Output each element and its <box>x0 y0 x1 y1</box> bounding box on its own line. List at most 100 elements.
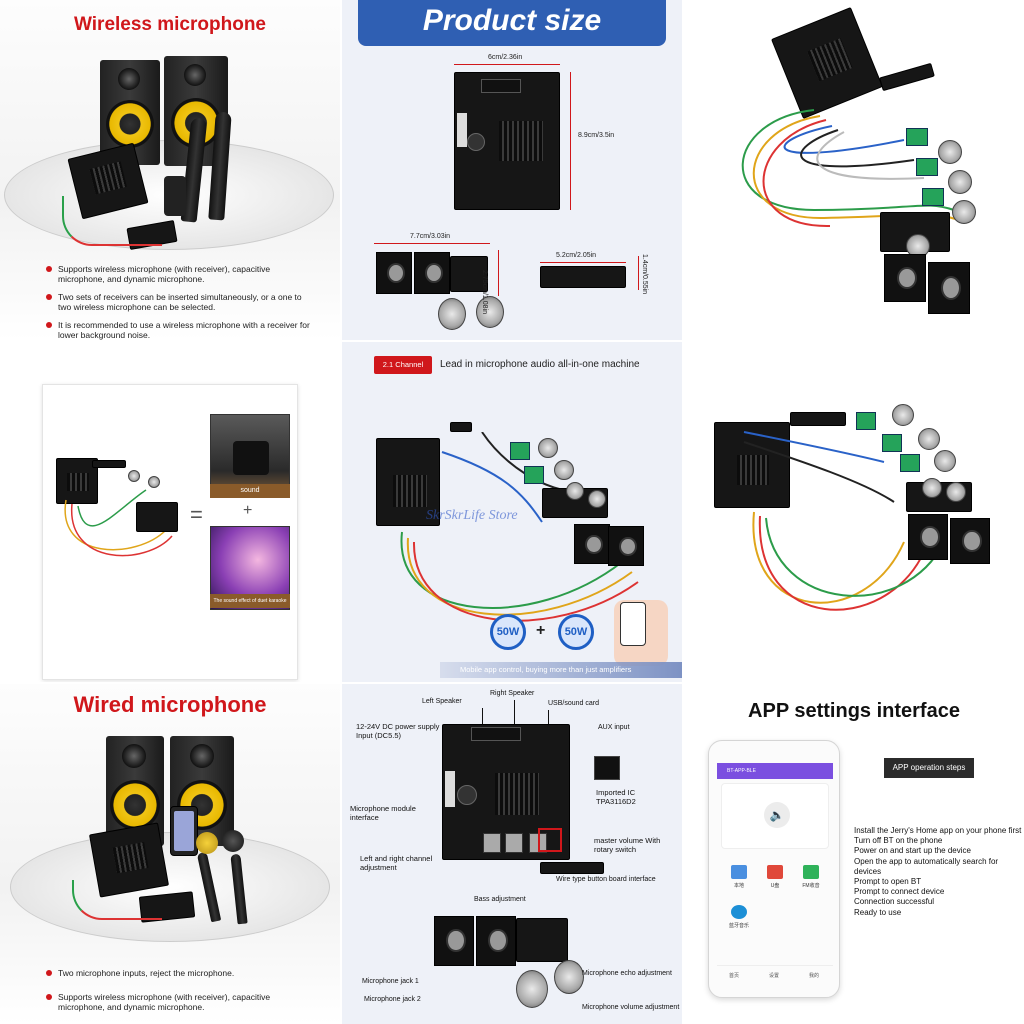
product-photo-panel <box>684 0 1024 340</box>
main-board-image <box>454 72 560 210</box>
usb-icon <box>767 865 783 879</box>
speaker-icon: 🔈 <box>764 802 790 828</box>
dim-line <box>374 243 490 244</box>
dim-line <box>454 64 560 65</box>
label-echo: Microphone echo adjustment <box>582 970 672 977</box>
jack-image <box>376 252 412 294</box>
amplifier-board-image <box>56 458 98 504</box>
knob-image <box>922 478 942 498</box>
app-tile-usb[interactable]: U盘 <box>755 861 795 901</box>
label-mic-module: Microphone module interface <box>350 804 416 822</box>
feature-list: Two microphone inputs, reject the microp… <box>46 968 316 1020</box>
product-size-panel: Product size 6cm/2.36in 8.9cm/3.5in 7.7c… <box>342 0 682 340</box>
panel-title: APP settings interface <box>748 700 960 722</box>
jack-image <box>608 526 644 566</box>
amplifier-board-image <box>376 438 440 526</box>
knob-image <box>566 482 584 500</box>
knob-image <box>934 450 956 472</box>
knob-image <box>538 438 558 458</box>
app-settings-panel: APP settings interface BT-APP-BLE 🔈 本地 U… <box>684 684 1024 1024</box>
speaker-photo <box>210 414 290 496</box>
button-board-image <box>540 266 626 288</box>
knob-image <box>476 296 504 328</box>
step-item: Prompt to connect device <box>854 887 945 897</box>
pot-image <box>900 454 920 472</box>
step-item: Ready to use <box>854 907 902 917</box>
jack-image <box>476 916 516 966</box>
dim-main-height: 8.9cm/3.5in <box>578 132 615 139</box>
jack-image <box>950 518 990 564</box>
bottom-tab-bar: 首页 设置 我的 <box>717 965 833 985</box>
tab-home[interactable]: 首页 <box>729 973 740 979</box>
knob-image <box>892 404 914 426</box>
channel-badge: 2.1 Channel <box>374 356 432 374</box>
power-badge-left: 50W <box>490 614 526 650</box>
knob-image <box>128 470 140 482</box>
pot-image <box>922 188 944 206</box>
feature-item: It is recommended to use a wireless micr… <box>46 320 316 340</box>
pot-image <box>510 442 530 460</box>
steps-list: Install the Jerry's Home app on your pho… <box>854 826 1022 918</box>
label-jack1: Microphone jack 1 <box>362 978 419 985</box>
knob-image <box>516 970 548 1008</box>
step-item: Open the app to automatically search for… <box>854 856 999 876</box>
jack-image <box>908 514 948 560</box>
jack-image <box>574 524 610 564</box>
steps-badge: APP operation steps <box>884 758 974 778</box>
photo-caption: The sound effect of duet karaoke <box>210 594 290 608</box>
app-tile-local[interactable]: 本地 <box>719 861 759 901</box>
power-badge-right: 50W <box>558 614 594 650</box>
app-tile-fm[interactable]: FM收音 <box>791 861 831 901</box>
equals-sign: = <box>190 502 203 527</box>
headline: Lead in microphone audio all-in-one mach… <box>440 359 640 370</box>
feature-list: Supports wireless microphone (with recei… <box>46 264 316 340</box>
panel-title: Product size <box>422 4 602 37</box>
knob-image <box>148 476 160 488</box>
mic-module-image <box>516 918 568 962</box>
knob-image <box>918 428 940 450</box>
wires-image <box>62 196 162 246</box>
pot-image <box>906 128 928 146</box>
feature-item: Supports wireless microphone (with recei… <box>46 992 316 1012</box>
button-board-image <box>540 862 604 874</box>
amplifier-board-image <box>714 422 790 508</box>
tab-settings[interactable]: 设置 <box>769 973 780 979</box>
knob-image <box>948 170 972 194</box>
wired-microphone-panel: Wired microphone Two microphone inputs, … <box>0 684 340 1024</box>
label-wire-button: Wire type button board interface <box>556 876 656 883</box>
dim-main-width: 6cm/2.36in <box>488 54 523 61</box>
interface-diagram-panel: Left Speaker Right Speaker USB/sound car… <box>342 684 682 1024</box>
tab-profile[interactable]: 我的 <box>809 973 820 979</box>
mic-module-image <box>136 502 178 532</box>
label-right-speaker: Right Speaker <box>490 690 535 697</box>
step-item: Prompt to open BT <box>854 877 922 887</box>
pot-image <box>524 466 544 484</box>
feature-item: Two microphone inputs, reject the microp… <box>46 968 316 978</box>
button-board-image <box>790 412 846 426</box>
headphone-icon <box>731 905 747 919</box>
label-ic: Imported IC TPA3116D2 <box>596 788 636 806</box>
knob-image <box>438 298 466 330</box>
label-left-speaker: Left Speaker <box>422 698 462 705</box>
label-dc: 12-24V DC power supply Input (DC5.5) <box>356 722 440 740</box>
wires-image <box>743 431 945 611</box>
jack-image <box>928 262 970 314</box>
wires-image <box>64 489 173 557</box>
hand-phone-image <box>614 600 668 666</box>
highlight-box <box>538 828 562 852</box>
plus-sign: + <box>536 622 546 639</box>
jack-image <box>434 916 474 966</box>
dim-button-width: 5.2cm/2.05in <box>556 252 597 259</box>
app-tile-bt-music[interactable]: 蓝牙音乐 <box>719 901 759 941</box>
knob-image <box>588 490 606 508</box>
label-lr-adjust: Left and right channel adjustment <box>360 854 433 872</box>
mic-module-image <box>450 256 488 292</box>
panel-title: Wireless microphone <box>74 14 266 35</box>
button-board-image <box>450 422 472 432</box>
knob-image <box>952 200 976 224</box>
product-photo-panel-2 <box>684 342 1024 682</box>
step-item: Install the Jerry's Home app on your pho… <box>854 826 1022 835</box>
panel-title: Wired microphone <box>73 692 267 717</box>
knob-image <box>554 960 584 994</box>
pot-image <box>882 434 902 452</box>
